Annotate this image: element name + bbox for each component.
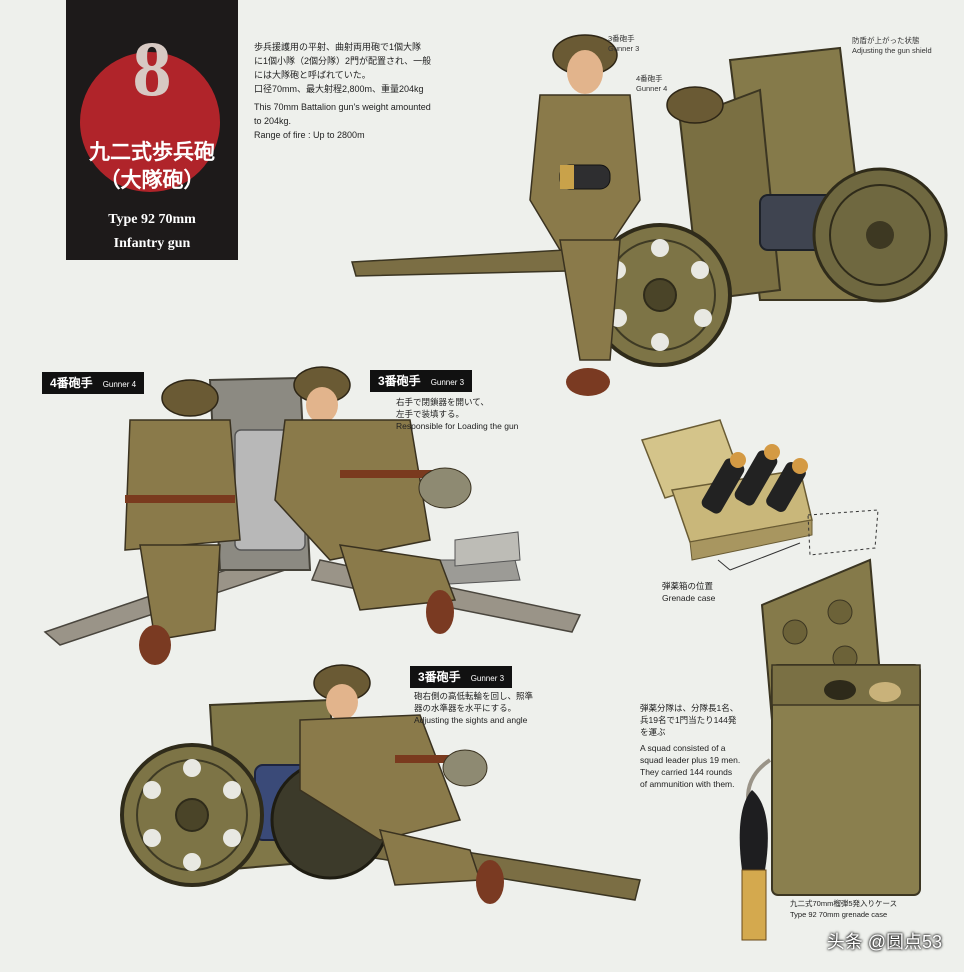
squad-en: They carried 144 rounds: [640, 767, 733, 777]
mid-gunner4-tag-jp: 4番砲手: [50, 376, 93, 390]
title-jp-name: 九二式歩兵砲: [89, 139, 215, 164]
ammo-carry-case-illustration: [739, 558, 921, 941]
title-jp: 九二式歩兵砲 （大隊砲）: [66, 138, 238, 194]
top-gunner4-jp: 4番砲手: [636, 74, 663, 83]
mid-gunner3-desc-en: Responsible for Loading the gun: [396, 421, 519, 431]
squad-caption: 弾薬分隊は、分隊長1名、 兵19名で1門当たり144発 を運ぶ A squad …: [640, 702, 770, 790]
squad-en: of ammunition with them.: [640, 779, 735, 789]
shield-label-en: Adjusting the gun shield: [852, 46, 932, 55]
mid-gunner3-tag-jp: 3番砲手: [378, 374, 421, 388]
desc-jp-line: には大隊砲と呼ばれていた。: [254, 70, 371, 80]
desc-en-line: Range of fire : Up to 2800m: [254, 130, 365, 140]
lower-gunner3-tag: 3番砲手 Gunner 3: [410, 666, 513, 688]
top-gun-illustration: [351, 34, 948, 396]
watermark: 头条 @圆点53: [826, 932, 942, 952]
squad-jp: 弾薬分隊は、分隊長1名、: [640, 703, 739, 713]
mid-gunner3-caption: 右手で閉鎖器を開いて、 左手で装填する。 Responsible for Loa…: [396, 396, 518, 432]
grenade-case-illustration: [640, 419, 879, 571]
desc-jp-line: 歩兵援護用の平射、曲射両用砲で1個大隊: [254, 42, 422, 52]
top-gunner4-label: 4番砲手 Gunner 4: [636, 74, 667, 94]
shield-label: 防盾が上がった状態 Adjusting the gun shield: [852, 36, 932, 56]
title-en-line2: Infantry gun: [113, 236, 191, 251]
mid-gunner3-desc-jp: 左手で装填する。: [396, 409, 465, 419]
top-gunner4-en: Gunner 4: [636, 84, 668, 93]
grenade-case-en: Grenade case: [662, 593, 716, 603]
desc-jp-line: に1個小隊（2個分隊）2門が配置され、一般: [254, 56, 432, 66]
squad-en: A squad consisted of a: [640, 743, 726, 753]
middle-gun-illustration: [43, 366, 582, 665]
top-gunner3-jp: 3番砲手: [608, 34, 635, 43]
lower-gun-illustration: [120, 664, 641, 904]
desc-jp-line: 口径70mm、最大射程2,800m、重量204kg: [254, 84, 424, 94]
desc-en-line: This 70mm Battalion gun's weight amounte…: [254, 102, 431, 112]
desc-en-line: to 204kg.: [254, 116, 292, 126]
squad-en: squad leader plus 19 men.: [640, 755, 741, 765]
title-jp-sub: （大隊砲）: [99, 167, 205, 192]
lower-gunner3-caption: 砲右側の高低転輪を回し、照準 器の水準器を水平にする。 Adjusting th…: [414, 690, 533, 726]
figure-number: 8: [132, 25, 172, 112]
top-gunner3-label: 3番砲手 Gunner 3: [608, 34, 639, 54]
ammo-case-jp: 九二式70mm榴弾5発入りケース: [790, 899, 898, 908]
title-circle-badge: [80, 52, 220, 192]
lower-gunner3-tag-jp: 3番砲手: [418, 670, 461, 684]
title-en: Type 92 70mm Infantry gun: [66, 208, 238, 256]
grenade-case-jp: 弾薬箱の位置: [662, 581, 714, 591]
shield-label-jp: 防盾が上がった状態: [852, 36, 920, 45]
mid-gunner3-tag-en: Gunner 3: [430, 378, 465, 387]
squad-jp: を運ぶ: [640, 727, 666, 737]
top-gunner3-en: Gunner 3: [608, 44, 640, 53]
description-block: 歩兵援護用の平射、曲射両用砲で1個大隊 に1個小隊（2個分隊）2門が配置され、一…: [254, 40, 484, 142]
lower-gunner3-desc-jp: 砲右側の高低転輪を回し、照準: [414, 691, 534, 701]
squad-jp: 兵19名で1門当たり144発: [640, 715, 737, 725]
grenade-case-caption: 弾薬箱の位置 Grenade case: [662, 580, 715, 604]
ammo-case-caption: 九二式70mm榴弾5発入りケース Type 92 70mm grenade ca…: [790, 898, 897, 920]
ammo-case-en: Type 92 70mm grenade case: [790, 910, 888, 919]
mid-gunner3-desc-jp: 右手で閉鎖器を開いて、: [396, 397, 489, 407]
mid-gunner4-tag: 4番砲手 Gunner 4: [42, 372, 145, 394]
lower-gunner3-desc-en: Adjusting the sights and angle: [414, 715, 528, 725]
mid-gunner3-tag: 3番砲手 Gunner 3: [370, 370, 473, 392]
mid-gunner4-tag-en: Gunner 4: [102, 380, 137, 389]
lower-gunner3-desc-jp: 器の水準器を水平にする。: [414, 703, 517, 713]
lower-gunner3-tag-en: Gunner 3: [470, 674, 505, 683]
title-en-line1: Type 92 70mm: [108, 212, 196, 227]
